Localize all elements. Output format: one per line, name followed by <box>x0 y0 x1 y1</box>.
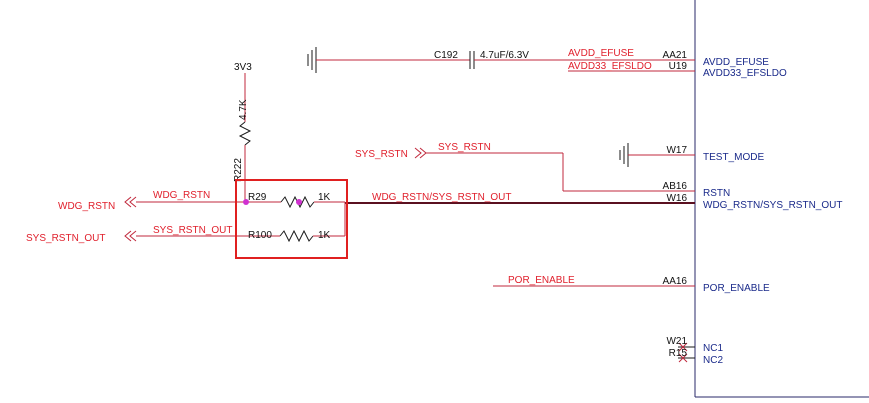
pin-name-nc2: NC2 <box>703 355 723 366</box>
net-label-por-enable: POR_ENABLE <box>508 275 575 286</box>
pin-number-aa16: AA16 <box>663 276 688 287</box>
highlight-box <box>235 179 348 259</box>
no-connect-icon <box>678 353 688 363</box>
junction-dot <box>296 199 302 205</box>
pin-number-w16: W16 <box>666 193 687 204</box>
r100-ref: R100 <box>248 230 272 241</box>
c192-ref: C192 <box>434 50 458 61</box>
pin-name-por-enable: POR_ENABLE <box>703 283 770 294</box>
r29-ref: R29 <box>248 192 267 203</box>
junction-dot <box>243 199 249 205</box>
pin-number-r15: R15 <box>669 348 688 359</box>
pin-name-test-mode: TEST_MODE <box>703 152 764 163</box>
ic-body <box>694 0 869 398</box>
net-label-sys-rstn: SYS_RSTN <box>438 142 491 153</box>
pin-number-w21: W21 <box>666 336 687 347</box>
pin-name-avdd33-efsldo: AVDD33_EFSLDO <box>703 68 787 79</box>
pin-number-u19: U19 <box>669 61 688 72</box>
input-port-arrow-icon <box>414 147 427 159</box>
net-label-wdg-sys: WDG_RSTN/SYS_RSTN_OUT <box>372 192 511 203</box>
r29-value: 1K <box>318 192 331 203</box>
port-label-sys-rstn: SYS_RSTN <box>355 149 408 160</box>
pin-number-w17: W17 <box>666 145 687 156</box>
output-port-arrow-icon <box>124 230 137 242</box>
net-label-sys-rstn-out: SYS_RSTN_OUT <box>153 225 232 236</box>
r222-ref: R222 <box>233 158 244 182</box>
net-label-avdd-efuse: AVDD_EFUSE <box>568 48 634 59</box>
port-label-sys-rstn-out: SYS_RSTN_OUT <box>26 233 105 244</box>
ground-symbol-c192 <box>307 47 317 73</box>
ground-symbol-test-mode <box>619 143 629 167</box>
output-port-arrow-icon <box>124 196 137 208</box>
no-connect-icon <box>678 342 688 352</box>
pin-name-avdd-efuse: AVDD_EFUSE <box>703 57 769 68</box>
r222-value: 4.7K <box>238 99 249 120</box>
resistor-r222 <box>238 121 252 146</box>
pin-name-rstn: RSTN <box>703 188 730 199</box>
pin-number-ab16: AB16 <box>663 181 688 192</box>
r100-value: 1K <box>318 230 331 241</box>
net-label-wdg-rstn: WDG_RSTN <box>153 190 210 201</box>
pin-name-wdg-sys: WDG_RSTN/SYS_RSTN_OUT <box>703 200 842 211</box>
port-label-wdg-rstn: WDG_RSTN <box>58 201 115 212</box>
resistor-r100 <box>279 229 314 243</box>
rail-3v3-label: 3V3 <box>234 62 252 73</box>
pin-name-nc1: NC1 <box>703 343 723 354</box>
pin-number-aa21: AA21 <box>663 50 688 61</box>
net-label-avdd33-efsldo: AVDD33_EFSLDO <box>568 61 652 72</box>
capacitor-c192 <box>469 51 475 69</box>
c192-value: 4.7uF/6.3V <box>480 50 529 61</box>
